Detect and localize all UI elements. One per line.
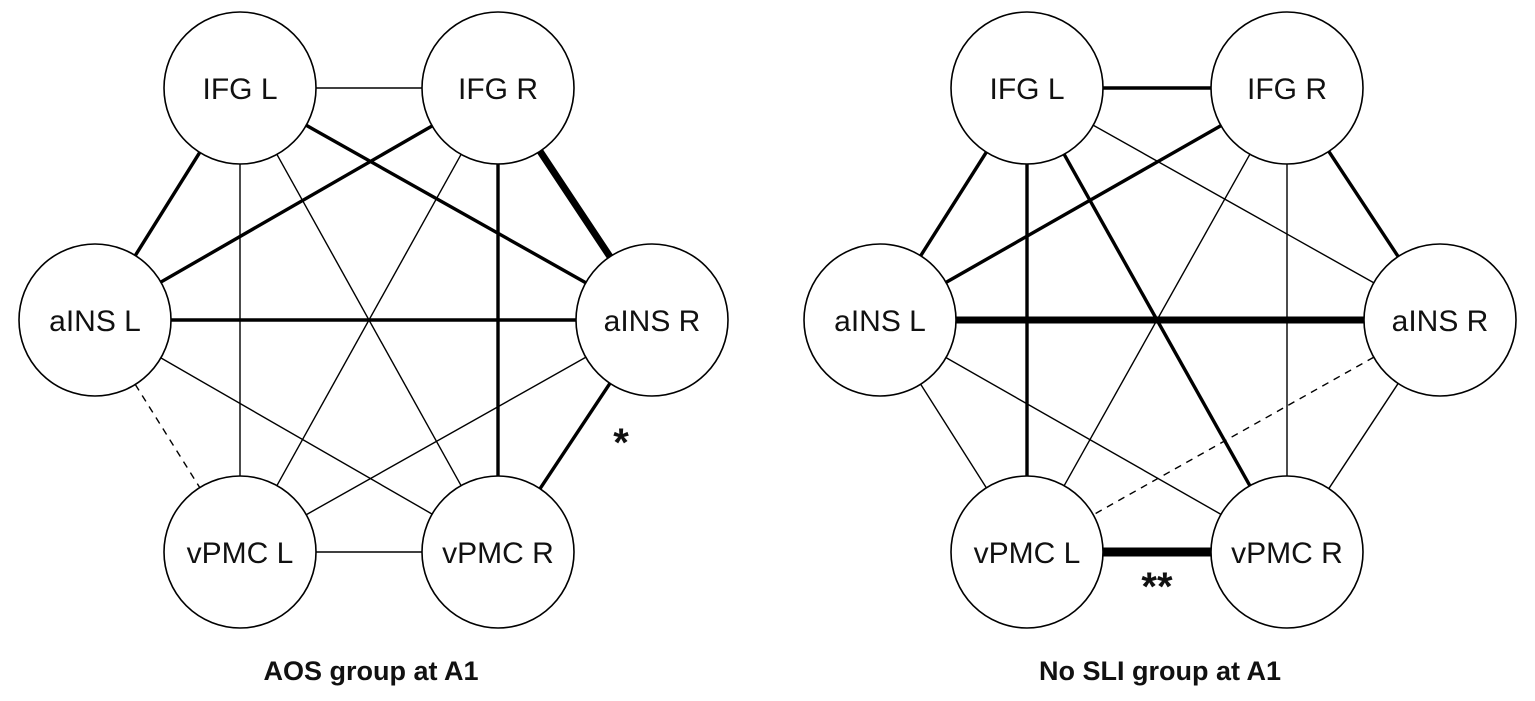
edge-ainsL-vpmcR xyxy=(160,357,433,515)
node-ifgR xyxy=(1210,11,1364,165)
diagram-caption: AOS group at A1 xyxy=(263,656,478,686)
edge-ainsL-vpmcR xyxy=(945,357,1222,515)
node-label-ainsL: aINS L xyxy=(49,305,141,338)
node-ifgR xyxy=(421,11,575,165)
nodes: IFG L IFG R aINS L aINS R vPMC L vPMC R xyxy=(18,11,729,629)
node-label-vpmcL: vPMC L xyxy=(187,537,294,570)
edge-ifgR-ainsR xyxy=(1327,150,1400,258)
node-label-ifgR: IFG R xyxy=(458,73,538,106)
aos-network-panel: IFG L IFG R aINS L aINS R vPMC L vPMC R * AOS g… xyxy=(18,11,729,686)
edge-ifgL-ainsR xyxy=(305,123,587,285)
edge-ifgL-ainsL xyxy=(919,151,988,257)
node-ainsR xyxy=(1363,243,1517,397)
edge-ifgR-ainsL xyxy=(945,124,1222,284)
node-label-ainsR: aINS R xyxy=(604,305,701,338)
edge-ainsL-vpmcL xyxy=(134,384,201,488)
edge-ifgL-ainsL xyxy=(133,151,202,257)
node-label-vpmcL: vPMC L xyxy=(974,537,1081,570)
edges xyxy=(133,87,613,553)
node-ifgL xyxy=(950,11,1104,165)
node-vpmcL xyxy=(163,475,317,629)
edge-ainsL-vpmcL xyxy=(920,383,987,489)
node-label-ifgR: IFG R xyxy=(1247,73,1327,106)
node-label-ainsR: aINS R xyxy=(1392,305,1489,338)
edges xyxy=(919,86,1400,557)
edge-ainsR-vpmcR xyxy=(538,382,612,490)
edge-ainsR-vpmcL xyxy=(305,356,587,516)
node-ifgL xyxy=(163,11,317,165)
node-label-vpmcR: vPMC R xyxy=(442,537,554,570)
no-sli-network-panel: IFG L IFG R aINS L aINS R vPMC L vPMC R ** No S… xyxy=(803,11,1517,686)
edge-ifgR-ainsL xyxy=(160,124,433,284)
node-vpmcL xyxy=(950,475,1104,629)
node-ainsR xyxy=(575,243,729,397)
node-label-ifgL: IFG L xyxy=(989,73,1064,106)
node-vpmcR xyxy=(1210,475,1364,629)
node-vpmcR xyxy=(421,475,575,629)
node-label-ifgL: IFG L xyxy=(202,73,277,106)
edge-ifgR-ainsR xyxy=(537,149,613,259)
edge-ifgL-ainsR xyxy=(1092,124,1375,284)
node-ainsL xyxy=(18,243,172,397)
significance-marker: ** xyxy=(1141,565,1173,609)
node-ainsL xyxy=(803,243,957,397)
significance-marker: * xyxy=(613,421,629,465)
edge-ainsR-vpmcL xyxy=(1092,356,1375,516)
nodes: IFG L IFG R aINS L aINS R vPMC L vPMC R xyxy=(803,11,1517,629)
node-label-ainsL: aINS L xyxy=(834,305,926,338)
node-label-vpmcR: vPMC R xyxy=(1231,537,1343,570)
edge-ainsR-vpmcR xyxy=(1328,383,1399,489)
diagram-caption: No SLI group at A1 xyxy=(1039,656,1281,686)
